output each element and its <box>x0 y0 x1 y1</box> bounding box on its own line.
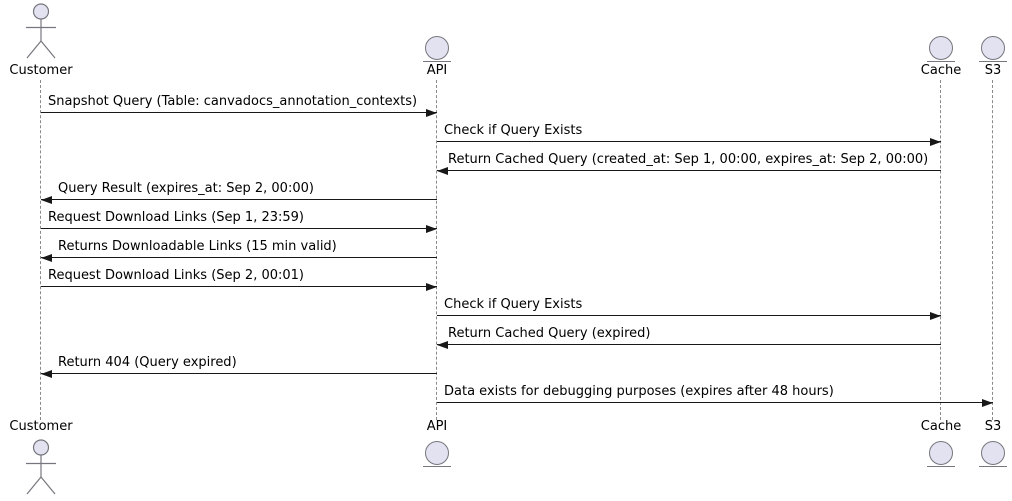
arrowhead-right-icon <box>982 398 993 407</box>
lifeline-s3 <box>992 80 993 420</box>
message-label: Returns Downloadable Links (15 min valid… <box>58 239 337 254</box>
message-label: Request Download Links (Sep 2, 00:01) <box>48 268 304 283</box>
lifeline-customer <box>40 80 41 420</box>
message-line <box>437 315 941 316</box>
entity-underline <box>979 466 1007 467</box>
arrowhead-left-icon <box>41 195 52 204</box>
message-line <box>41 257 437 258</box>
participant-label-customer-top: Customer <box>9 63 73 78</box>
arrowhead-right-icon <box>930 311 941 320</box>
message-line <box>41 228 437 229</box>
message-line <box>41 286 437 287</box>
participant-label-cache-top: Cache <box>920 63 962 78</box>
message-label: Data exists for debugging purposes (expi… <box>444 384 834 399</box>
message-line <box>41 199 437 200</box>
arrowhead-right-icon <box>426 224 437 233</box>
entity-underline <box>979 61 1007 62</box>
message-line <box>41 373 437 374</box>
lifeline-api <box>436 80 437 420</box>
message-line <box>437 344 941 345</box>
arrowhead-right-icon <box>930 137 941 146</box>
actor-icon <box>22 3 60 62</box>
entity-icon <box>425 36 449 60</box>
arrowhead-left-icon <box>41 253 52 262</box>
lifeline-cache <box>940 80 941 420</box>
participant-label-api-top: API <box>426 63 448 78</box>
actor-icon <box>22 439 60 498</box>
entity-icon <box>929 36 953 60</box>
arrowhead-left-icon <box>41 369 52 378</box>
entity-underline <box>927 61 955 62</box>
message-label: Query Result (expires_at: Sep 2, 00:00) <box>58 181 314 196</box>
message-label: Return 404 (Query expired) <box>58 355 237 370</box>
message-line <box>437 141 941 142</box>
entity-underline <box>423 466 451 467</box>
entity-icon <box>981 441 1005 465</box>
message-label: Request Download Links (Sep 1, 23:59) <box>48 210 304 225</box>
participant-label-s3-bottom: S3 <box>984 419 1002 434</box>
message-label: Return Cached Query (expired) <box>448 326 651 341</box>
entity-icon <box>425 441 449 465</box>
entity-underline <box>927 466 955 467</box>
participant-label-api-bottom: API <box>426 419 448 434</box>
participant-label-customer-bottom: Customer <box>9 419 73 434</box>
arrowhead-right-icon <box>426 282 437 291</box>
message-label: Check if Query Exists <box>444 123 583 138</box>
arrowhead-left-icon <box>437 166 448 175</box>
entity-underline <box>423 61 451 62</box>
message-label: Snapshot Query (Table: canvadocs_annotat… <box>48 94 418 109</box>
entity-icon <box>981 36 1005 60</box>
message-line <box>41 112 437 113</box>
message-line <box>437 402 993 403</box>
entity-icon <box>929 441 953 465</box>
participant-label-cache-bottom: Cache <box>920 419 962 434</box>
message-line <box>437 170 941 171</box>
arrowhead-right-icon <box>426 108 437 117</box>
message-label: Return Cached Query (created_at: Sep 1, … <box>448 152 929 167</box>
message-label: Check if Query Exists <box>444 297 583 312</box>
arrowhead-left-icon <box>437 340 448 349</box>
participant-label-s3-top: S3 <box>984 63 1002 78</box>
